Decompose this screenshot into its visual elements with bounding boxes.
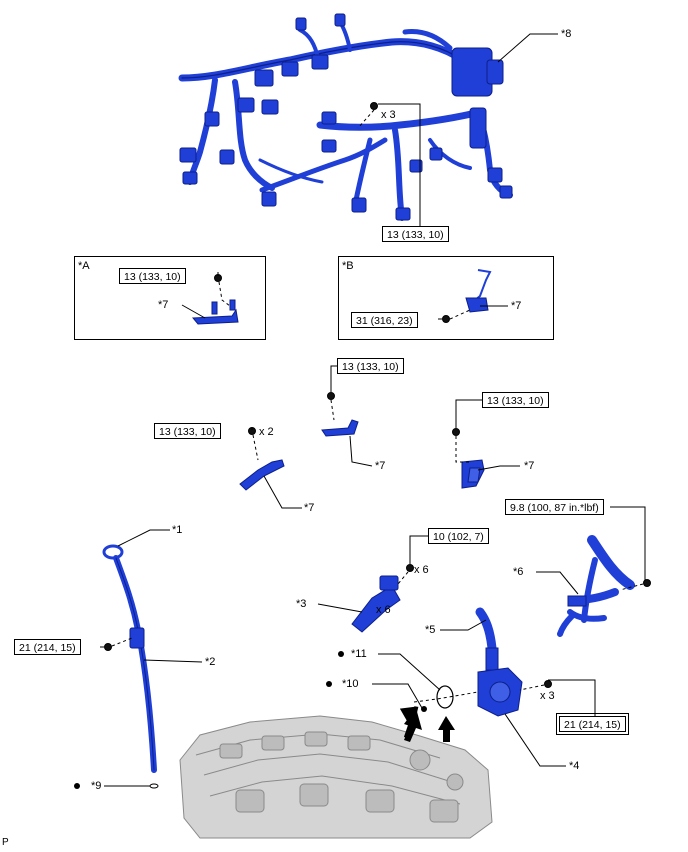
torque-view-b: 31 (316, 23) — [351, 312, 418, 328]
bolts — [104, 102, 651, 688]
count-harness-bolts: x 3 — [381, 109, 396, 121]
wire-harness — [178, 20, 513, 221]
ignition-coil — [351, 575, 401, 633]
count-left-bracket-bolts: x 2 — [259, 426, 274, 438]
torque-view-a: 13 (133, 10) — [119, 268, 186, 284]
oil-gauge-guide — [102, 544, 159, 789]
view-b-label: *B — [342, 260, 354, 272]
gasket-oring — [421, 685, 454, 712]
torque-right-bracket: 13 (133, 10) — [482, 392, 549, 408]
callout-7-right: *7 — [524, 460, 535, 472]
torque-vacuum-pump: 21 (214, 15) — [556, 713, 629, 735]
bracket-right — [461, 459, 485, 489]
count-pump-bolts: x 3 — [540, 690, 555, 702]
harness-connectors — [179, 13, 513, 221]
bracket-view-b — [465, 269, 492, 313]
torque-pipe: 9.8 (100, 87 in.*lbf) — [505, 499, 604, 515]
bracket-left — [239, 459, 285, 491]
view-a-label: *A — [78, 260, 90, 272]
callout-10: *10 — [342, 678, 359, 690]
torque-harness-bolt: 13 (133, 10) — [382, 226, 449, 242]
callout-4: *4 — [569, 760, 580, 772]
engine-block — [179, 715, 493, 839]
callout-9: *9 — [91, 780, 102, 792]
callout-6: *6 — [513, 566, 524, 578]
torque-ignition-coil: 10 (102, 7) — [428, 528, 489, 544]
dashed-lines — [111, 109, 644, 703]
footer-code: P — [2, 837, 9, 848]
callout-7-left: *7 — [304, 502, 315, 514]
count-coil-bolts: x 6 — [414, 564, 429, 576]
view-a-panel: *A — [74, 256, 266, 340]
bracket-center — [321, 419, 359, 437]
count-ignition-coils: x 6 — [376, 604, 391, 616]
callout-11: *11 — [351, 648, 367, 660]
bracket-view-a — [191, 299, 239, 325]
leader-lines — [100, 33, 646, 787]
callout-8: *8 — [561, 28, 572, 40]
callout-3: *3 — [296, 598, 307, 610]
callout-7-center: *7 — [375, 460, 386, 472]
torque-left-bracket: 13 (133, 10) — [154, 423, 221, 439]
arrows — [399, 706, 455, 742]
torque-center-bracket: 13 (133, 10) — [337, 358, 404, 374]
callout-2: *2 — [205, 656, 216, 668]
view-b-panel: *B — [338, 256, 554, 340]
callout-7-view-b: *7 — [511, 300, 522, 312]
pipe-assembly — [557, 535, 635, 637]
bullet-11 — [338, 651, 344, 657]
callout-5: *5 — [425, 624, 436, 636]
callout-1: *1 — [172, 524, 183, 536]
vacuum-pump — [475, 607, 523, 717]
torque-gauge-guide: 21 (214, 15) — [14, 639, 81, 655]
bullet-9 — [74, 783, 80, 789]
callout-7-view-a: *7 — [158, 299, 169, 311]
bullet-10 — [326, 681, 332, 687]
